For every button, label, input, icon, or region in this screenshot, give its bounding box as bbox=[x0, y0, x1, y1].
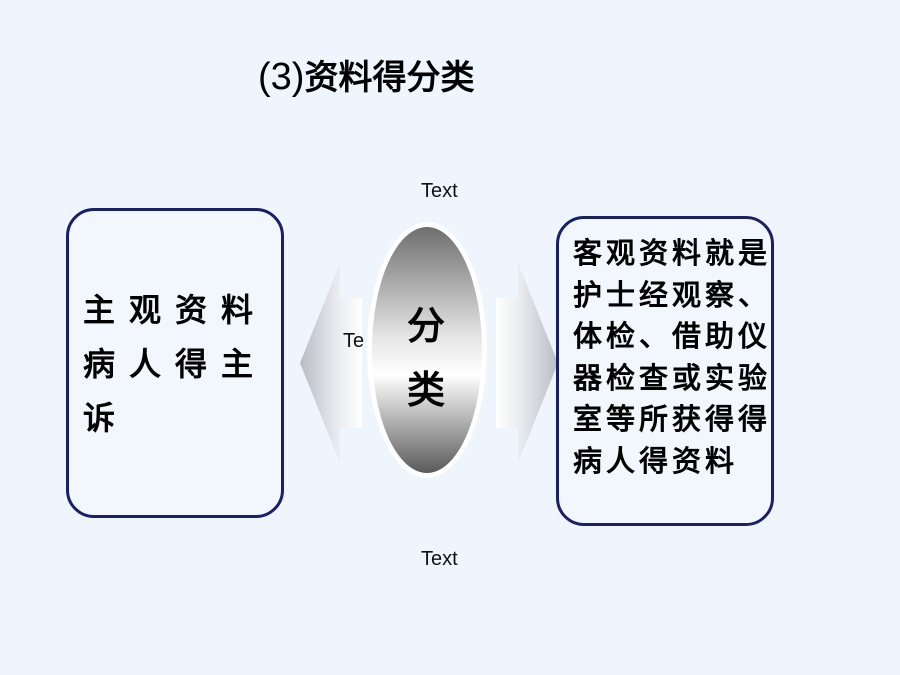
right-arrow-shape bbox=[496, 263, 558, 463]
title-text: 资料得分类 bbox=[304, 58, 475, 98]
subjective-data-box: 主观资料病人得主诉 bbox=[66, 208, 284, 518]
text-label-bottom: Text bbox=[421, 548, 458, 570]
subjective-data-text: 主观资料病人得主诉 bbox=[83, 291, 268, 437]
center-oval bbox=[372, 227, 482, 473]
center-label-line2: 类 bbox=[406, 367, 445, 412]
text-label-middle: Te bbox=[343, 330, 365, 352]
title-number: (3) bbox=[258, 56, 305, 98]
objective-data-box: 客观资料就是护士经观察、体检、借助仪器检查或实验室等所获得得病人得资料 bbox=[556, 216, 774, 526]
left-arrow-shape bbox=[300, 263, 362, 463]
center-label-line1: 分 bbox=[406, 303, 445, 348]
objective-data-text: 客观资料就是护士经观察、体检、借助仪器检查或实验室等所获得得病人得资料 bbox=[573, 236, 772, 478]
slide-title: (3)资料得分类 bbox=[258, 52, 474, 103]
text-label-top: Text bbox=[421, 180, 458, 202]
